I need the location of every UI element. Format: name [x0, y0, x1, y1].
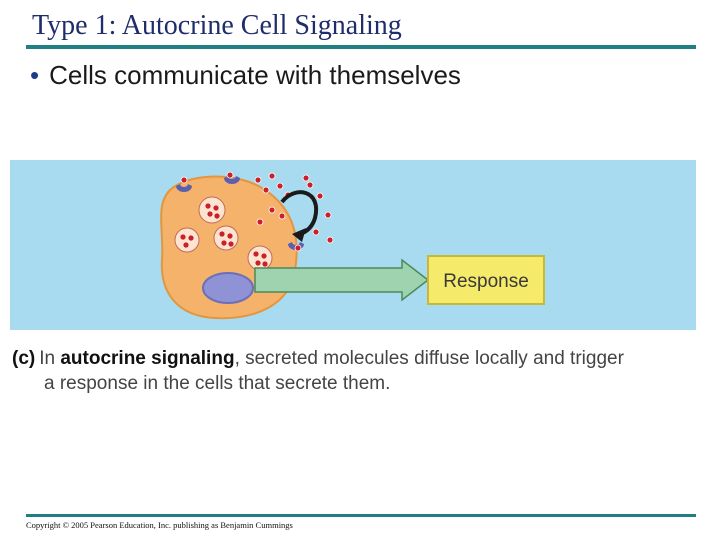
bullet-icon: •	[30, 60, 39, 90]
caption-label: (c)	[12, 348, 35, 369]
vesicle	[175, 228, 199, 252]
bullet-text: Cells communicate with themselves	[49, 60, 461, 90]
caption-pre: In	[39, 348, 60, 369]
title-divider	[26, 45, 696, 49]
caption-post: , secreted molecules diffuse locally and…	[235, 348, 624, 369]
caption-term: autocrine signaling	[60, 348, 234, 369]
bullet-point: • Cells communicate with themselves	[30, 60, 461, 91]
copyright-text: Copyright © 2005 Pearson Education, Inc.…	[26, 520, 293, 530]
response-label: Response	[443, 271, 529, 292]
vesicle	[214, 226, 238, 250]
cell-nucleus	[203, 273, 253, 303]
footer-divider	[26, 514, 696, 517]
slide-title: Type 1: Autocrine Cell Signaling	[32, 10, 402, 42]
autocrine-diagram: Response	[10, 160, 696, 330]
figure-caption: (c)In autocrine signaling, secreted mole…	[12, 346, 702, 396]
caption-line-2: a response in the cells that secrete the…	[12, 371, 702, 396]
vesicle	[248, 246, 272, 270]
vesicle	[199, 197, 225, 223]
